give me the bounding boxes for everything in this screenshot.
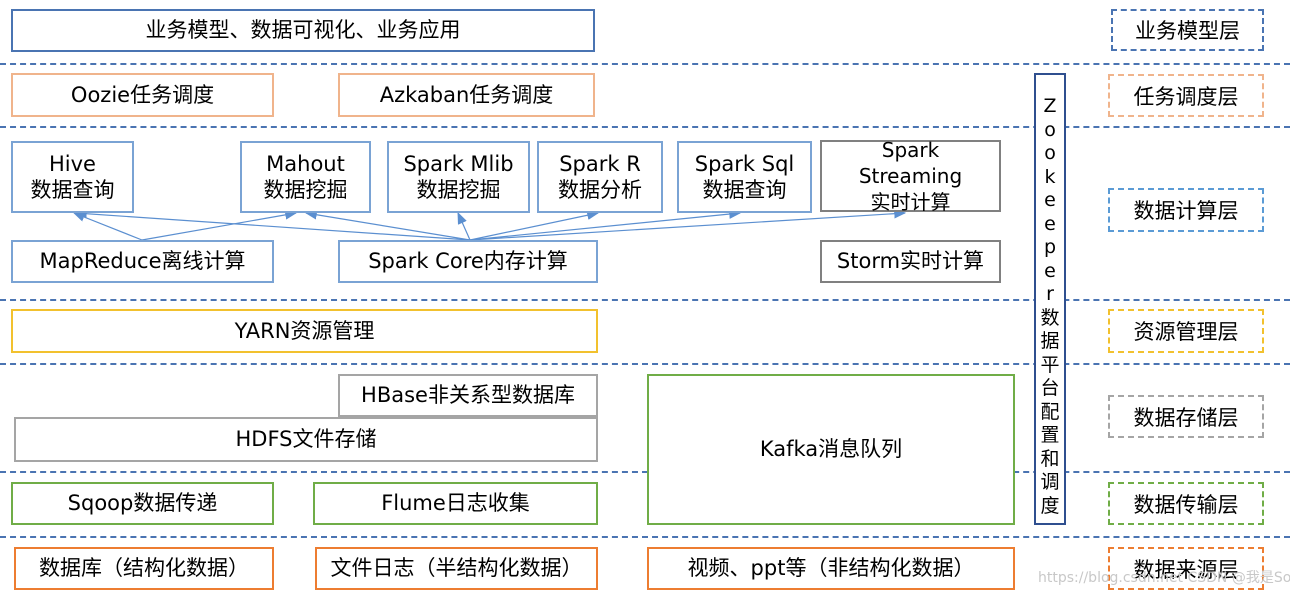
hdfs-box: HDFS文件存储 — [14, 417, 598, 462]
zookeeper-char: p — [1043, 236, 1057, 258]
watermark: https://blog.csdn.net CSDN @我是Sol啊 — [1038, 570, 1290, 586]
flume-box: Flume日志收集 — [313, 482, 598, 525]
zookeeper-char: 调 — [1040, 471, 1060, 493]
zookeeper-char: 台 — [1040, 377, 1060, 399]
arrow-sparkcore-sql — [469, 209, 742, 241]
zookeeper-char: 度 — [1040, 494, 1060, 517]
sqoop-box: Sqoop数据传递 — [11, 482, 274, 525]
separator — [0, 471, 1290, 473]
arrow-mapreduce-mahout — [141, 210, 298, 241]
spark-mlib-box: Spark Mlib 数据挖掘 — [387, 141, 530, 213]
spark-r-box: Spark R 数据分析 — [537, 141, 663, 213]
arrow-sparkcore-streaming — [469, 208, 907, 241]
separator — [0, 299, 1290, 301]
layer-label-scheduling: 任务调度层 — [1108, 74, 1264, 117]
layer-label-business: 业务模型层 — [1111, 9, 1264, 51]
arrow-sparkcore-mahout — [304, 210, 471, 241]
spark-sql-box: Spark Sql 数据查询 — [677, 141, 812, 213]
arrow-mapreduce-hive — [72, 212, 143, 241]
zookeeper-char: 配 — [1040, 400, 1060, 423]
mahout-box: Mahout 数据挖掘 — [240, 141, 371, 213]
file-log-source-box: 文件日志（半结构化数据） — [315, 547, 598, 590]
yarn-box: YARN资源管理 — [11, 309, 598, 353]
separator — [0, 363, 1290, 365]
layer-label-source: 数据来源层 — [1108, 547, 1264, 590]
separator — [0, 536, 1290, 538]
mapreduce-box: MapReduce离线计算 — [11, 240, 274, 283]
zookeeper-char: o — [1044, 118, 1056, 141]
zookeeper-char: 据 — [1040, 330, 1060, 352]
azkaban-box: Azkaban任务调度 — [338, 73, 595, 117]
zookeeper-char: 和 — [1040, 447, 1060, 470]
layer-label-storage: 数据存储层 — [1108, 395, 1264, 438]
hive-box: Hive 数据查询 — [11, 141, 134, 213]
zookeeper-char: o — [1044, 142, 1056, 164]
zookeeper-char: k — [1044, 165, 1056, 188]
kafka-box: Kafka消息队列 — [647, 374, 1015, 525]
zookeeper-char: r — [1046, 283, 1054, 305]
spark-core-box: Spark Core内存计算 — [338, 240, 598, 283]
zookeeper-char: e — [1044, 212, 1056, 235]
arrow-sparkcore-mlib — [457, 211, 471, 241]
spark-streaming-box: Spark Streaming 实时计算 — [820, 138, 1001, 214]
zookeeper-char: Z — [1043, 95, 1057, 117]
separator — [0, 63, 1290, 65]
layer-label-transport: 数据传输层 — [1108, 482, 1264, 525]
database-source-box: 数据库（结构化数据） — [14, 547, 274, 590]
arrow-sparkcore-hive — [74, 208, 471, 241]
video-source-box: 视频、ppt等（非结构化数据） — [647, 547, 1015, 590]
arrow-sparkcore-r — [469, 210, 600, 241]
zookeeper-char: e — [1044, 189, 1056, 211]
separator — [0, 126, 1290, 128]
zookeeper-char: e — [1044, 259, 1056, 282]
zookeeper-char: 置 — [1040, 424, 1060, 446]
business-apps-box: 业务模型、数据可视化、业务应用 — [11, 9, 595, 52]
zookeeper-char: 数 — [1040, 306, 1060, 329]
layer-label-compute: 数据计算层 — [1108, 188, 1264, 232]
oozie-box: Oozie任务调度 — [11, 73, 274, 117]
layer-label-resource: 资源管理层 — [1108, 309, 1264, 353]
hbase-box: HBase非关系型数据库 — [338, 374, 598, 417]
storm-box: Storm实时计算 — [820, 240, 1001, 283]
zookeeper-char: 平 — [1040, 353, 1060, 376]
